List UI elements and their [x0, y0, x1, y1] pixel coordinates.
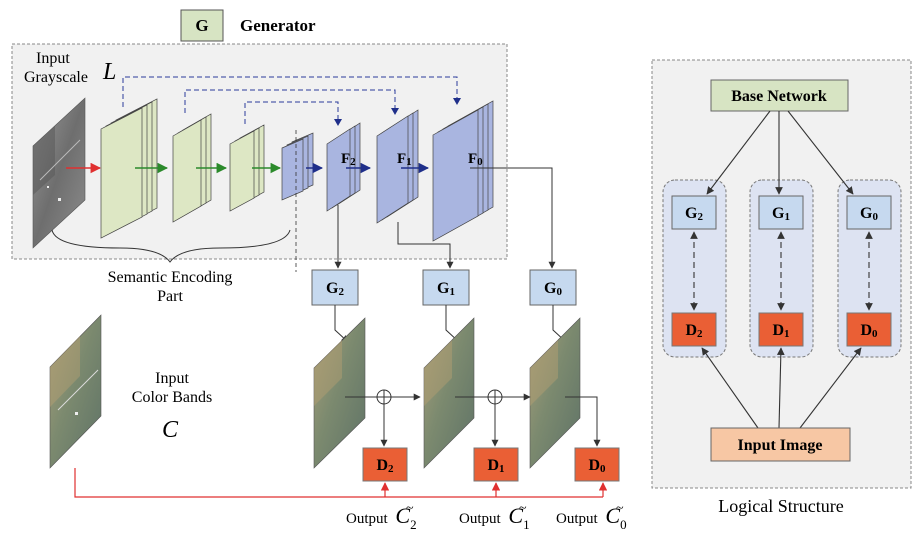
feature-f2-label: F2 — [341, 151, 356, 168]
grayscale-input-image — [32, 97, 86, 249]
semantic-brace — [51, 229, 291, 263]
bottleneck-block — [281, 132, 314, 201]
semantic-encoding-line1: Semantic Encoding — [108, 269, 233, 286]
right-g2-box — [671, 195, 717, 230]
output-c0-tilde: ~ — [616, 501, 624, 516]
output-c2-label: Output C2 — [346, 503, 417, 532]
encoder-block-3 — [229, 124, 265, 212]
right-g2-label: G2 — [685, 205, 703, 223]
d0-box — [574, 447, 620, 482]
d1-box — [473, 447, 519, 482]
g0-label: G0 — [544, 280, 562, 298]
input-image-box — [710, 427, 851, 462]
right-d2-label: D2 — [685, 322, 703, 340]
right-g1-box — [758, 195, 804, 230]
l-symbol: L — [102, 59, 116, 85]
output-c0-label: Output C0 — [556, 503, 627, 532]
generator-legend-label: Generator — [240, 16, 316, 35]
semantic-encoding-line2: Part — [157, 288, 183, 305]
logical-structure-caption: Logical Structure — [718, 496, 843, 516]
g2-label: G2 — [326, 280, 344, 298]
d1-label: D1 — [487, 457, 504, 475]
output-c1-label: Output C1 — [459, 503, 530, 532]
c-symbol: C — [162, 417, 179, 443]
g0-box — [529, 269, 577, 306]
input-color-line1: Input — [155, 370, 189, 387]
output-image-0 — [529, 317, 581, 469]
d2-label: D2 — [376, 457, 394, 475]
output-c1-tilde: ~ — [519, 501, 527, 516]
combine-node-2 — [487, 389, 503, 405]
input-color-line2: Color Bands — [132, 389, 212, 406]
generator-legend-symbol: G — [195, 16, 208, 35]
output-c2-tilde: ~ — [406, 501, 414, 516]
right-d2-box — [671, 312, 717, 347]
output-image-1 — [423, 317, 475, 469]
feature-block-f2 — [326, 122, 361, 212]
right-d1-label: D1 — [772, 322, 789, 340]
g1-label: G1 — [437, 280, 455, 298]
feature-f0-label: F0 — [468, 151, 483, 168]
d0-label: D0 — [588, 457, 606, 475]
generator-legend-box — [180, 9, 224, 42]
input-grayscale-line1: Input — [36, 50, 70, 67]
skip-connections — [122, 76, 458, 124]
input-image-label: Input Image — [738, 437, 823, 454]
color-input-path — [74, 468, 608, 498]
feature-block-f0 — [432, 100, 494, 242]
d2-box — [362, 447, 408, 482]
output-image-2 — [313, 317, 366, 469]
feature-block-f1 — [376, 109, 419, 224]
base-network-label: Base Network — [731, 88, 827, 105]
feature-f1-label: F1 — [397, 151, 412, 168]
color-input-image — [49, 314, 102, 469]
g2-box — [311, 269, 359, 306]
input-grayscale-line2: Grayscale — [24, 69, 88, 86]
g1-box — [422, 269, 470, 306]
right-d0-label: D0 — [860, 322, 878, 340]
encoder-block-1 — [100, 98, 158, 239]
encoder-block-2 — [172, 113, 212, 223]
right-g0-box — [846, 195, 892, 230]
right-g0-label: G0 — [860, 205, 878, 223]
right-d0-box — [846, 312, 892, 347]
combine-node-1 — [376, 389, 392, 405]
right-d1-box — [758, 312, 804, 347]
right-g1-label: G1 — [772, 205, 790, 223]
